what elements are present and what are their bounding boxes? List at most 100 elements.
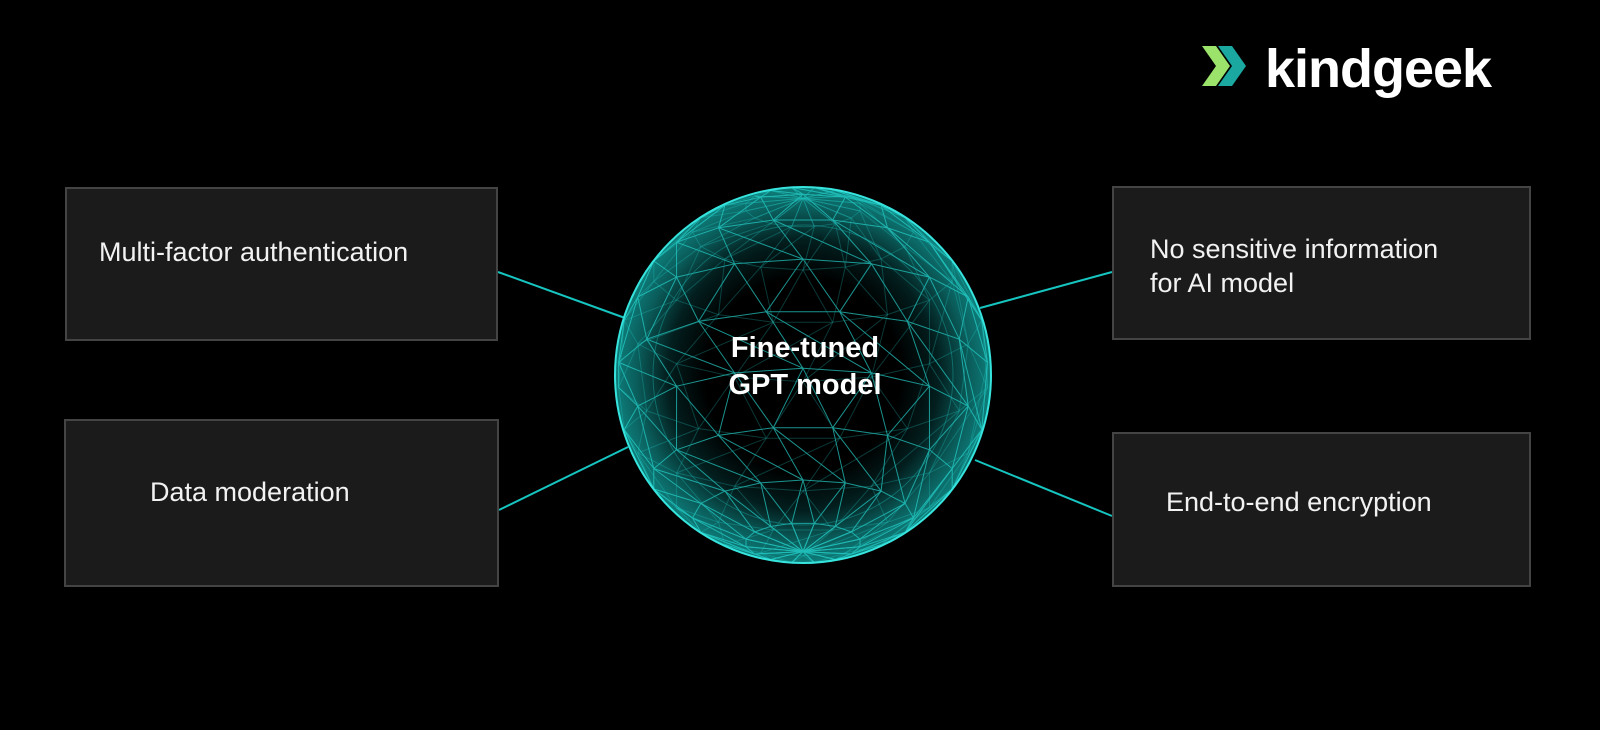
sphere-mesh-edge — [791, 198, 804, 227]
sphere-mesh-edge — [770, 190, 804, 199]
sphere-mesh-edge — [958, 338, 988, 363]
sphere-mesh-edge — [832, 314, 888, 323]
sphere-mesh-edge — [637, 299, 677, 345]
sphere-mesh-edge — [772, 490, 804, 531]
sphere-mesh-edge — [802, 187, 815, 199]
sphere-mesh-edge — [802, 190, 836, 199]
sphere-mesh-edge — [913, 468, 953, 519]
sphere-mesh-edge — [814, 552, 846, 563]
sphere-mesh-edge — [700, 503, 747, 540]
sphere-mesh-edge — [718, 266, 762, 315]
sphere-mesh-edge — [637, 281, 655, 298]
sphere-mesh-edge — [967, 429, 983, 454]
sphere-mesh-edge — [802, 538, 861, 553]
sphere-mesh-edge — [676, 314, 719, 365]
sphere-mesh-edge — [760, 266, 804, 271]
sphere-mesh-edge — [745, 195, 756, 204]
sphere-mesh-edge — [906, 276, 930, 322]
sphere-mesh-edge — [623, 429, 655, 469]
sphere-mesh-edge — [653, 246, 702, 282]
sphere-mesh-edge — [637, 296, 648, 340]
sphere-mesh-edge — [802, 193, 834, 221]
sphere-mesh-edge — [676, 321, 774, 365]
sphere-mesh-edge — [765, 381, 804, 439]
sphere-mesh-edge — [832, 219, 888, 229]
sphere-mesh-edge — [859, 531, 906, 548]
sphere-mesh-edge — [791, 198, 804, 227]
sphere-mesh-edge — [653, 468, 726, 492]
connector-data-moderation — [498, 446, 629, 511]
sphere-mesh-edge — [676, 363, 735, 378]
sphere-mesh-edge — [802, 485, 872, 492]
sphere-mesh-edge — [904, 488, 953, 533]
sphere-mesh-edge — [745, 197, 804, 212]
sphere-mesh-edge — [929, 488, 953, 509]
sphere-mesh-edge — [845, 482, 882, 492]
sphere-mesh-edge — [850, 217, 882, 260]
sphere-mesh-edge — [802, 490, 834, 531]
sphere-mesh-edge — [772, 368, 804, 428]
sphere-mesh-edge — [772, 427, 804, 481]
sphere-mesh-edge — [700, 202, 747, 219]
sphere-mesh-edge — [913, 231, 953, 282]
sphere-mesh-edge — [772, 427, 846, 484]
sphere-mesh-edge — [802, 226, 815, 271]
sphere-mesh-edge — [718, 485, 736, 523]
sphere-mesh-edge — [802, 190, 836, 199]
sphere-mesh-edge — [951, 429, 983, 469]
sphere-mesh-edge — [870, 485, 888, 523]
sphere-mesh-edge — [871, 299, 930, 378]
sphere-mesh-edge — [734, 372, 774, 428]
sphere-mesh-edge — [859, 517, 914, 548]
sphere-mesh-edge — [802, 546, 861, 553]
sphere-mesh-edge — [637, 314, 719, 345]
sphere-mesh-edge — [754, 195, 761, 198]
center-node-label: Fine-tuned GPT model — [728, 332, 882, 401]
sphere-mesh-edge — [653, 217, 702, 262]
sphere-mesh-edge — [802, 197, 852, 219]
sphere-mesh-edge — [929, 343, 969, 365]
sphere-mesh-edge — [832, 427, 846, 484]
sphere-mesh-edge — [676, 263, 735, 278]
sphere-mesh-edge — [981, 320, 988, 363]
sphere-mesh-edge — [981, 362, 988, 430]
sphere-mesh-edge — [700, 223, 771, 248]
sphere-mesh-edge — [951, 429, 983, 490]
sphere-mesh-edge — [802, 197, 861, 204]
sphere-mesh-edge — [718, 521, 774, 531]
sphere-mesh-edge — [967, 343, 988, 388]
sphere-mesh-edge — [967, 362, 988, 454]
sphere-mesh-edge — [676, 507, 702, 533]
sphere-mesh-edge — [745, 197, 804, 212]
sphere-mesh-edge — [676, 204, 726, 243]
connector-no-sensitive-info — [979, 271, 1113, 309]
sphere-mesh-edge — [835, 217, 852, 225]
sphere-mesh-edge — [871, 263, 930, 278]
sphere-mesh-edge — [718, 434, 804, 481]
sphere-mesh-edge — [904, 449, 930, 504]
connector-encryption — [974, 459, 1113, 517]
sphere-mesh-edge — [676, 434, 719, 451]
sphere-mesh-edge — [700, 531, 747, 548]
sphere-mesh-edge — [871, 363, 930, 378]
sphere-mesh-edge — [637, 405, 677, 451]
sphere-mesh-edge — [814, 223, 836, 228]
sphere-mesh-edge — [646, 276, 678, 340]
sphere-mesh-edge — [802, 314, 888, 383]
sphere-mesh-edge — [845, 521, 888, 554]
sphere-mesh-edge — [734, 367, 804, 374]
sphere-mesh-edge — [718, 427, 774, 436]
sphere-mesh-edge — [835, 190, 906, 219]
sphere-mesh-edge — [676, 372, 735, 387]
sphere-mesh-edge — [718, 219, 774, 229]
sphere-mesh-edge — [791, 479, 804, 524]
sphere-mesh-edge — [745, 531, 756, 540]
sphere-mesh-edge — [754, 195, 804, 199]
sphere-mesh-edge — [754, 217, 771, 225]
sphere-mesh-edge — [906, 321, 969, 407]
sphere-mesh-edge — [692, 503, 702, 519]
sphere-mesh-edge — [718, 205, 726, 228]
sphere-mesh-edge — [760, 226, 793, 268]
sphere-mesh-edge — [770, 198, 804, 224]
sphere-mesh-edge — [745, 197, 804, 204]
